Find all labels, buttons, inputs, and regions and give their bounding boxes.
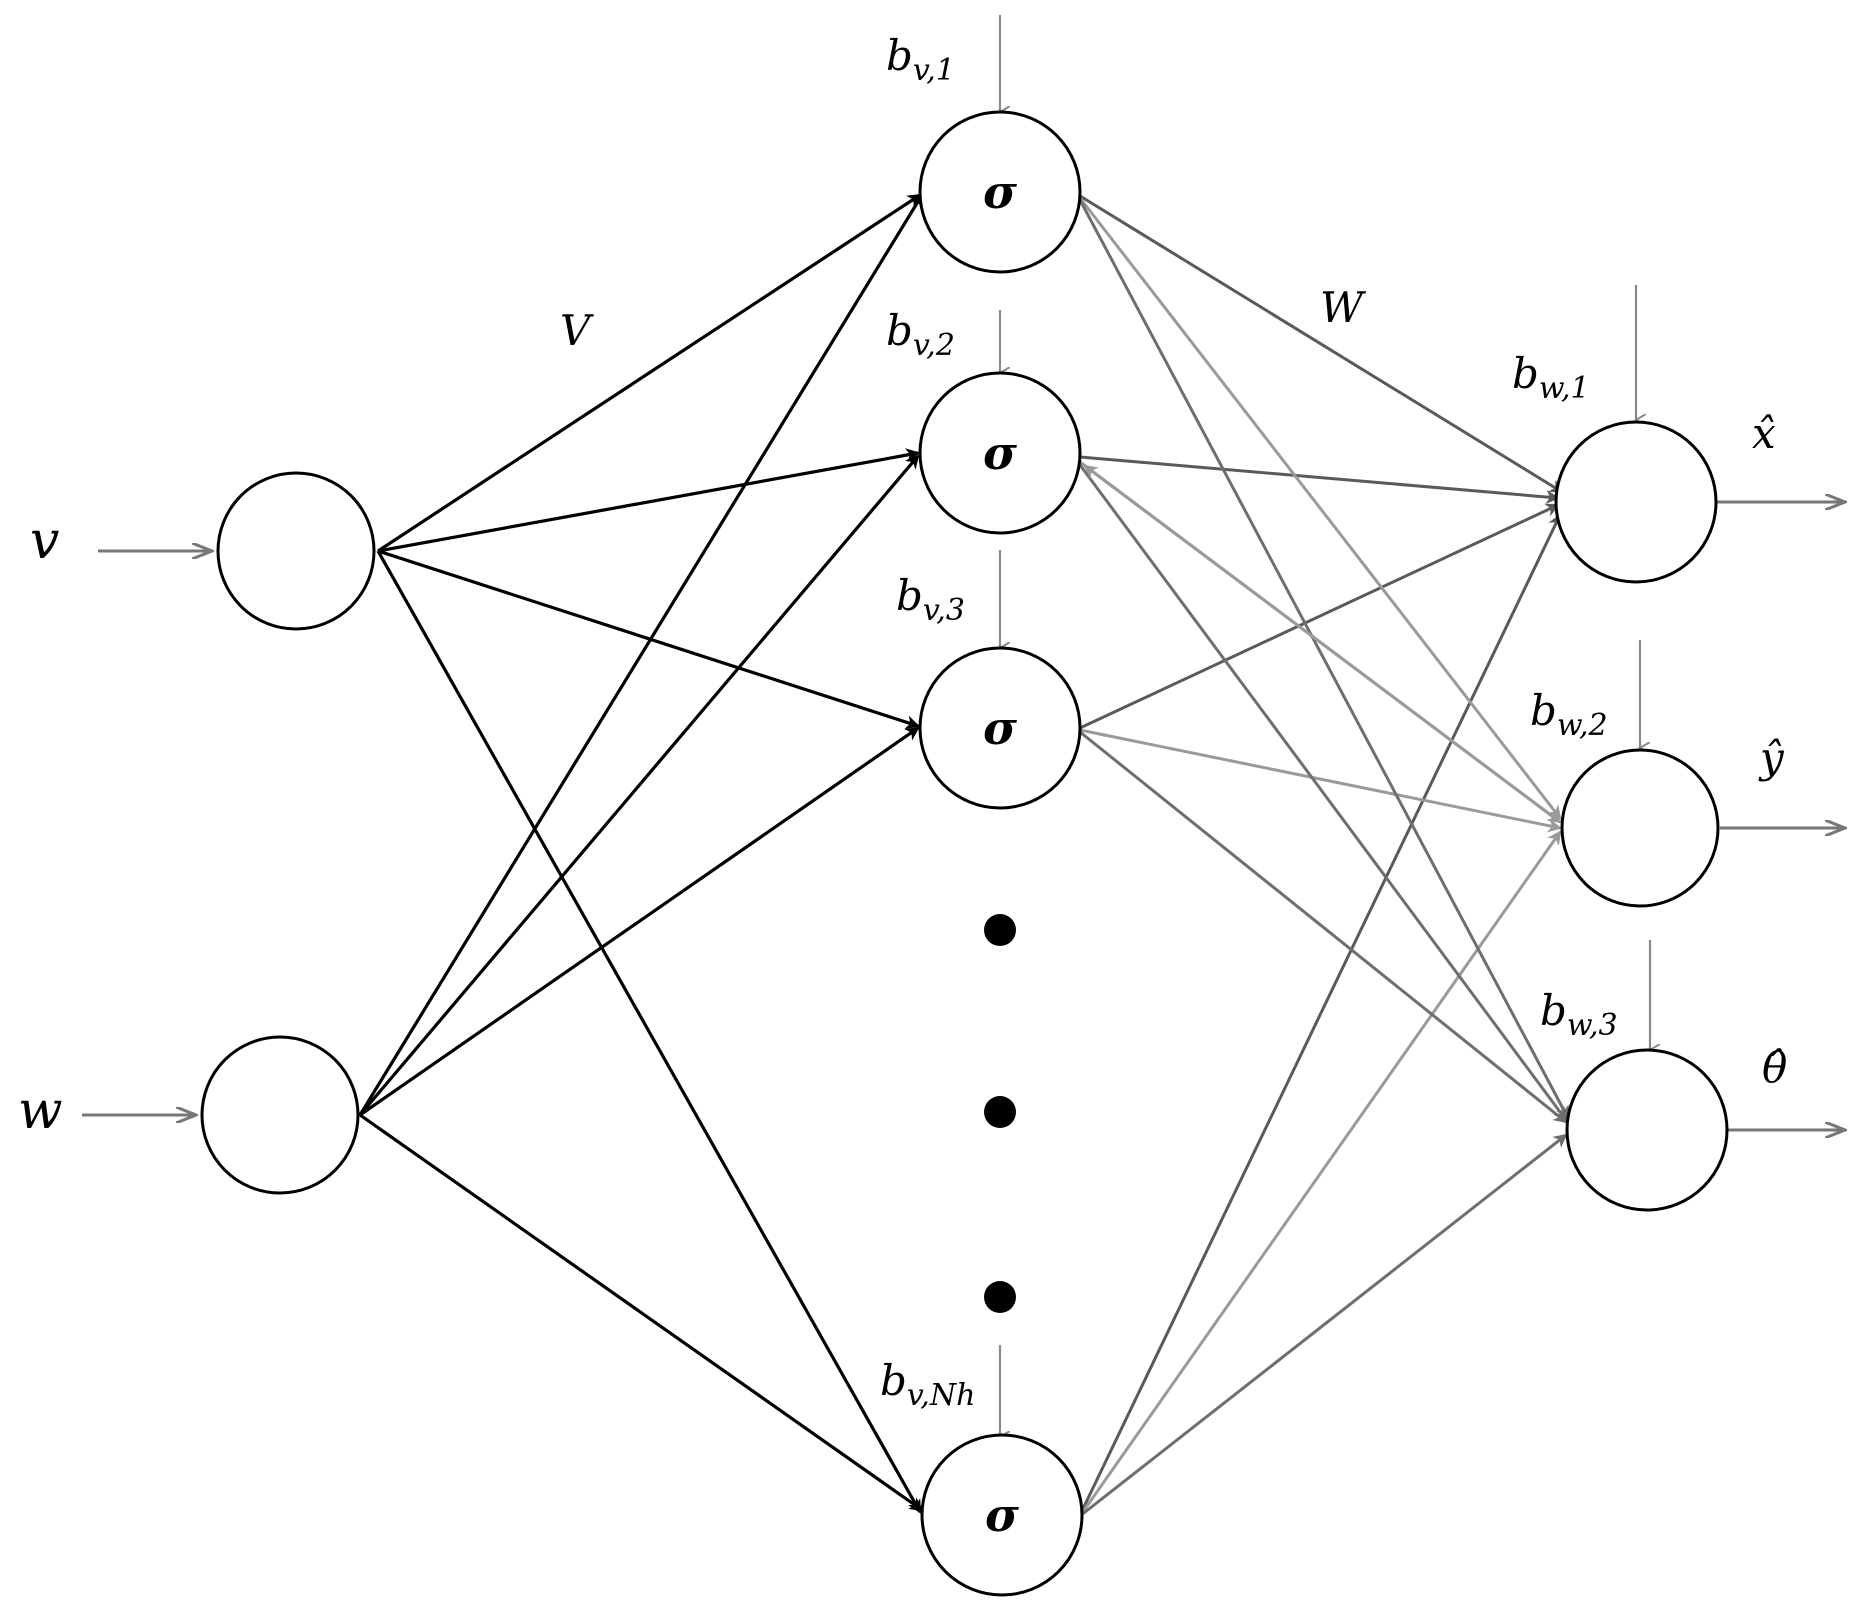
bias-output-3-label: bw,3: [1540, 986, 1618, 1043]
weights-W-label: W: [1320, 283, 1367, 332]
edge-hN-o1: [1078, 513, 1562, 1516]
output-node-2: [1560, 748, 1720, 908]
bias-output-2-label: bw,2: [1530, 686, 1608, 743]
edge-h1-o3: [1078, 199, 1570, 1120]
edge-h3-o3: [1079, 730, 1568, 1124]
bias-arrows: [1000, 15, 1650, 1437]
edge-h3-o2: [1079, 728, 1562, 833]
edge-v-h3: [377, 549, 920, 729]
edge-h2-o3: [1078, 464, 1568, 1122]
edge-h2-o1: [1079, 455, 1560, 504]
hidden-node-N: [920, 1433, 1084, 1597]
ellipsis-dot-3: [984, 1281, 1016, 1313]
edge-v-hN: [376, 550, 922, 1514]
edge-w-h3: [359, 726, 920, 1117]
hidden-node-2: [918, 371, 1082, 535]
edge-hN-o3: [1079, 1133, 1568, 1518]
input-node-w: [200, 1035, 360, 1195]
hidden-node-2-label: σ: [983, 426, 1017, 480]
edge-o2-h2-back: [1083, 464, 1561, 824]
hidden-node-3-label: σ: [983, 701, 1017, 755]
ellipsis-dot-2: [984, 1096, 1016, 1128]
labels: v w V W bv,1 bv,2 bv,3 bv,Nh bw,1 bw,2 b…: [18, 31, 1787, 1413]
edge-h1-o2: [1078, 197, 1562, 820]
hidden-node-1: [918, 110, 1082, 274]
hidden-node-N-label: σ: [985, 1488, 1019, 1542]
hidden-node-3: [918, 646, 1082, 810]
edge-h1-o1: [1079, 194, 1564, 494]
output-node-3: [1565, 1048, 1729, 1212]
bias-hidden-2-label: bv,2: [886, 306, 955, 363]
output-node-1: [1554, 420, 1718, 584]
hidden-node-1-label: σ: [983, 165, 1017, 219]
bias-output-1-label: bw,1: [1512, 349, 1590, 406]
output-y-label: ŷ: [1758, 733, 1785, 782]
bias-hidden-N-label: bv,Nh: [880, 1356, 975, 1413]
bias-hidden-1-label: bv,1: [886, 31, 955, 88]
ellipsis-dot-1: [984, 914, 1016, 946]
output-theta-label: θ̂: [1762, 1043, 1787, 1092]
output-x-label: x̂: [1752, 409, 1776, 458]
io-arrows: [82, 502, 1845, 1130]
hidden-layer: σ σ σ σ: [918, 110, 1084, 1597]
input-v-label: v: [30, 511, 59, 571]
bias-hidden-3-label: bv,3: [896, 571, 965, 628]
edge-w-h2: [358, 454, 920, 1117]
input-layer: [200, 471, 376, 1195]
input-to-hidden-edges: [358, 193, 924, 1514]
weights-V-label: V: [560, 306, 594, 355]
edge-w-hN: [359, 1113, 924, 1512]
hidden-to-output-edges: [1078, 194, 1570, 1518]
edge-w-h1: [358, 193, 924, 1116]
input-node-v: [216, 471, 376, 631]
output-layer: [1554, 420, 1729, 1212]
edge-hN-o2: [1078, 830, 1562, 1517]
input-w-label: w: [18, 1081, 63, 1141]
edge-v-h1: [377, 193, 922, 553]
edge-h3-o1: [1079, 503, 1560, 730]
edge-v-h2: [377, 448, 920, 553]
